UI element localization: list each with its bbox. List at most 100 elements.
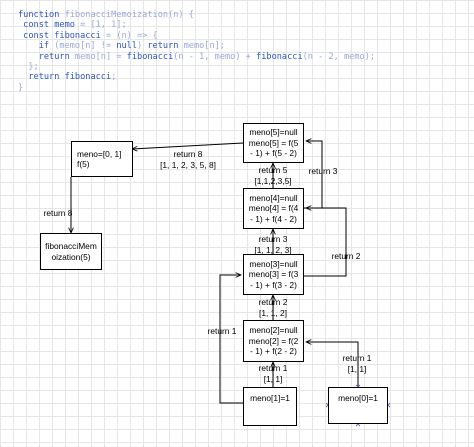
text-line: - 1) + f(2 - 2) bbox=[250, 346, 297, 357]
text-block: return 3[1, 1, 2, 3] bbox=[254, 234, 291, 255]
text-line: oization(5) bbox=[51, 251, 91, 262]
code-line: if (memo[n] != null) return memo[n]; bbox=[18, 41, 375, 51]
code-line: function fibonacciMemoization(n) { bbox=[18, 10, 375, 20]
code-token: = (n) => { bbox=[105, 30, 158, 41]
text-line: [1, 1, 2] bbox=[259, 307, 287, 318]
text-line: - 1) + f(5 - 2) bbox=[250, 148, 297, 159]
label-return1-right: return 1[1, 1] bbox=[343, 353, 372, 374]
text-line: meno=[0, 1] bbox=[77, 148, 122, 159]
text-line: return 8 bbox=[173, 149, 203, 159]
code-token: fibonacci bbox=[126, 51, 174, 62]
memo1-box: meno[1]=1 bbox=[243, 387, 297, 426]
text-line: [1, 1] bbox=[347, 363, 367, 374]
text-line: meno[0]=1 bbox=[338, 393, 378, 403]
label-return5: return 5[1,1,2,3,5] bbox=[254, 165, 291, 186]
code-token: ; bbox=[111, 72, 117, 83]
code-token: fibonacci bbox=[256, 51, 303, 62]
code-snippet: function fibonacciMemoization(n) { const… bbox=[18, 10, 375, 93]
label-return3-mid: return 3[1, 1, 2, 3] bbox=[254, 234, 291, 255]
code-token: if bbox=[18, 41, 55, 52]
code-token: fibonacciMemoization bbox=[64, 10, 169, 20]
label-return8-top: return 8[1, 1, 2, 3, 5, 8] bbox=[160, 149, 216, 170]
text-block: return 8 bbox=[44, 208, 73, 219]
text-line: return 8 bbox=[43, 208, 73, 218]
text-line: meno[4] = f(4 bbox=[248, 203, 299, 214]
label-return8-left: return 8 bbox=[44, 208, 73, 219]
text-line: meno[3] = f(3 bbox=[248, 269, 299, 280]
text-block: meno[0]=1 bbox=[338, 393, 378, 404]
code-token: return bbox=[18, 51, 75, 62]
code-token: fibonacci bbox=[54, 30, 106, 41]
text-line: meno[3]=null bbox=[249, 258, 298, 269]
code-token: = [1, 1]; bbox=[80, 20, 127, 31]
text-block: return 1 bbox=[208, 326, 237, 337]
text-block: return 5[1,1,2,3,5] bbox=[254, 165, 291, 186]
code-token: } bbox=[18, 82, 24, 93]
text-block: meno[1]=1 bbox=[250, 393, 290, 404]
code-token: null bbox=[116, 41, 138, 52]
label-return2-right: return 2 bbox=[332, 251, 361, 262]
label-return3-right: return 3 bbox=[309, 166, 338, 177]
text-line: meno[2] = f(2 bbox=[248, 335, 299, 346]
code-line: const fibonacci = (n) => { bbox=[18, 31, 375, 41]
text-line: return 1 bbox=[207, 326, 237, 336]
label-return1-left: return 1 bbox=[208, 326, 237, 337]
memo0-box: meno[0]=1 bbox=[328, 387, 388, 424]
code-token: function bbox=[18, 10, 65, 20]
code-token: memo bbox=[54, 20, 81, 31]
text-line: return 1 bbox=[342, 353, 372, 363]
text-line: return 5 bbox=[258, 165, 288, 175]
text-line: [1, 1] bbox=[263, 373, 283, 384]
arrow-m5-to-f5 bbox=[132, 142, 244, 149]
text-block: return 8[1, 1, 2, 3, 5, 8] bbox=[160, 149, 216, 170]
text-line: return 1 bbox=[258, 363, 288, 373]
code-token: const bbox=[18, 30, 55, 41]
text-line: meno[5] = f(5 bbox=[248, 137, 299, 148]
code-token: return bbox=[147, 41, 184, 52]
code-token: (n - 1, memo) + bbox=[173, 51, 257, 62]
code-line: return memo[n] = fibonacci(n - 1, memo) … bbox=[18, 52, 375, 62]
text-block: return 1[1, 1] bbox=[259, 363, 288, 384]
arrow-return1-right bbox=[306, 342, 359, 387]
text-line: fibonacciMem bbox=[45, 241, 97, 251]
code-token: }; bbox=[18, 61, 39, 72]
text-line: meno[5]=null bbox=[249, 127, 298, 138]
label-return2-mid: return 2[1, 1, 2] bbox=[259, 297, 288, 318]
text-line: return 3 bbox=[258, 234, 288, 244]
code-token: (n - 2, memo); bbox=[302, 51, 376, 62]
text-block: meno=[0, 1]f(5) bbox=[77, 149, 121, 170]
arrow-return2-right bbox=[304, 208, 347, 277]
memo-f5-box: meno=[0, 1]f(5) bbox=[71, 141, 133, 177]
code-token: (n) { bbox=[168, 10, 194, 20]
arrow-return1-left bbox=[219, 275, 243, 404]
code-token: ) bbox=[137, 41, 148, 52]
code-token: const bbox=[18, 20, 55, 31]
text-line: - 1) + f(4 - 2) bbox=[250, 213, 297, 224]
text-line: [1, 1, 2, 3, 5, 8] bbox=[160, 159, 216, 170]
text-line: meno[1]=1 bbox=[250, 393, 290, 403]
text-line: meno[2]=null bbox=[249, 325, 298, 336]
text-line: return 2 bbox=[258, 297, 288, 307]
text-line: return 2 bbox=[331, 251, 361, 261]
text-block: return 3 bbox=[309, 166, 338, 177]
code-line: }; bbox=[18, 62, 375, 72]
code-token: fibonacci bbox=[64, 72, 112, 83]
code-line: return fibonacci; bbox=[18, 72, 375, 82]
code-token: memo[n]; bbox=[183, 41, 225, 52]
text-line: [1, 1, 2, 3] bbox=[254, 244, 292, 255]
label-return1-mid: return 1[1, 1] bbox=[259, 363, 288, 384]
text-block: return 2[1, 1, 2] bbox=[259, 297, 288, 318]
text-line: meno[4]=null bbox=[249, 192, 298, 203]
text-line: [1,1,2,3,5] bbox=[254, 175, 292, 186]
code-token: memo[n] = bbox=[74, 51, 127, 62]
code-line: const memo = [1, 1]; bbox=[18, 20, 375, 30]
